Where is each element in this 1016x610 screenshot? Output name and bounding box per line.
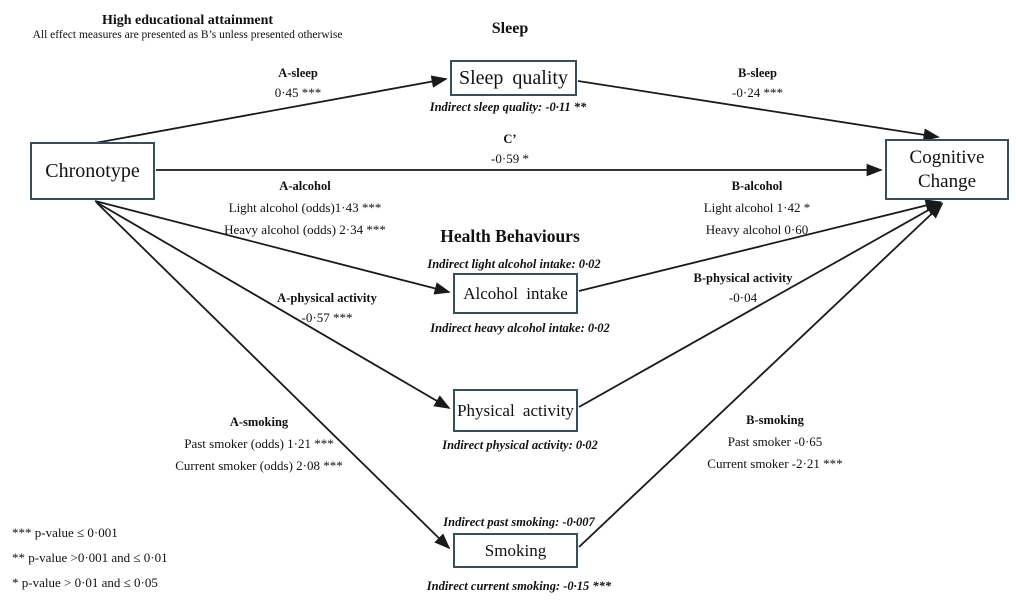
figure-title: High educational attainment (101, 13, 274, 28)
node-sleep-quality: Sleep quality (450, 60, 577, 96)
section-header-sleep: Sleep (491, 20, 529, 37)
significance-legend: *** p-value ≤ 0·001 ** p-value >0·001 an… (12, 520, 168, 595)
path-b-physical: B-physical activity -0·04 (653, 268, 833, 308)
path-a-physical: A-physical activity -0·57 *** (237, 288, 417, 328)
path-c-prime-value: -0·59 * (491, 151, 529, 166)
path-a-alcohol-light: Light alcohol (odds)1·43 *** (228, 200, 382, 215)
node-alcohol-intake: Alcohol intake (453, 273, 578, 314)
path-a-smoking: A-smoking Past smoker (odds) 1·21 *** Cu… (169, 411, 349, 477)
arrow-chronotype-to-sleep-quality (94, 75, 448, 144)
node-physical-activity: Physical activity (453, 389, 578, 432)
node-chronotype: Chronotype (30, 142, 155, 200)
indirect-physical-activity: Indirect physical activity: 0·02 (442, 438, 598, 452)
legend-line-2: ** p-value >0·001 and ≤ 0·01 (12, 550, 168, 565)
path-b-smoking-label: B-smoking (746, 413, 804, 427)
arrow-alcohol-to-cognitive (578, 199, 942, 292)
indirect-past-smoking: Indirect past smoking: -0·007 (443, 515, 595, 529)
path-a-alcohol-heavy: Heavy alcohol (odds) 2·34 *** (224, 222, 386, 237)
arrow-physical-to-cognitive (578, 202, 943, 408)
path-a-smoking-current: Current smoker (odds) 2·08 *** (175, 458, 343, 473)
arrow-chronotype-to-smoking (96, 202, 451, 550)
arrow-sleep-quality-to-cognitive (577, 80, 940, 142)
arrow-chronotype-to-physical (95, 201, 451, 409)
path-b-alcohol-light: Light alcohol 1·42 * (703, 200, 811, 215)
path-b-alcohol-heavy: Heavy alcohol 0·60 (705, 222, 809, 237)
legend-line-1: *** p-value ≤ 0·001 (12, 525, 118, 540)
path-b-physical-label: B-physical activity (693, 271, 793, 285)
figure-title-block: High educational attainment All effect m… (5, 13, 370, 41)
indirect-current-smoking: Indirect current smoking: -0·15 *** (426, 579, 612, 593)
indirect-heavy-alcohol: Indirect heavy alcohol intake: 0·02 (430, 321, 610, 335)
path-b-smoking-current: Current smoker -2·21 *** (707, 456, 843, 471)
path-b-sleep-value: -0·24 *** (732, 85, 783, 100)
figure-subtitle: All effect measures are presented as B’s… (32, 29, 343, 41)
path-a-sleep-value: 0·45 *** (274, 85, 322, 100)
path-a-alcohol-label: A-alcohol (279, 179, 331, 193)
node-smoking: Smoking (453, 533, 578, 568)
path-a-smoking-past: Past smoker (odds) 1·21 *** (184, 436, 334, 451)
path-a-physical-label: A-physical activity (277, 291, 377, 305)
section-header-health-behaviours: Health Behaviours (440, 226, 580, 246)
indirect-sleep-quality: Indirect sleep quality: -0·11 ** (429, 100, 587, 114)
path-b-alcohol-label: B-alcohol (731, 179, 783, 193)
path-b-alcohol: B-alcohol Light alcohol 1·42 * Heavy alc… (667, 175, 847, 241)
path-b-physical-value: -0·04 (728, 290, 758, 305)
path-b-smoking-past: Past smoker -0·65 (727, 434, 823, 449)
path-b-sleep: B-sleep -0·24 *** (690, 63, 825, 103)
node-cognitive-change: Cognitive Change (885, 139, 1009, 200)
arrow-smoking-to-cognitive (578, 202, 944, 548)
indirect-light-alcohol: Indirect light alcohol intake: 0·02 (427, 257, 601, 271)
path-b-sleep-label: B-sleep (738, 66, 777, 80)
path-a-smoking-label: A-smoking (229, 415, 289, 429)
path-a-sleep: A-sleep 0·45 *** (230, 63, 366, 103)
path-c-prime: C’ -0·59 * (440, 129, 580, 169)
legend-line-3: * p-value > 0·01 and ≤ 0·05 (12, 575, 158, 590)
path-b-smoking: B-smoking Past smoker -0·65 Current smok… (685, 409, 865, 475)
path-a-sleep-label: A-sleep (278, 66, 318, 80)
path-a-alcohol: A-alcohol Light alcohol (odds)1·43 *** H… (215, 175, 395, 241)
path-c-prime-label: C’ (503, 132, 517, 146)
arrow-chronotype-to-alcohol (94, 200, 451, 295)
path-a-physical-value: -0·57 *** (301, 310, 353, 325)
